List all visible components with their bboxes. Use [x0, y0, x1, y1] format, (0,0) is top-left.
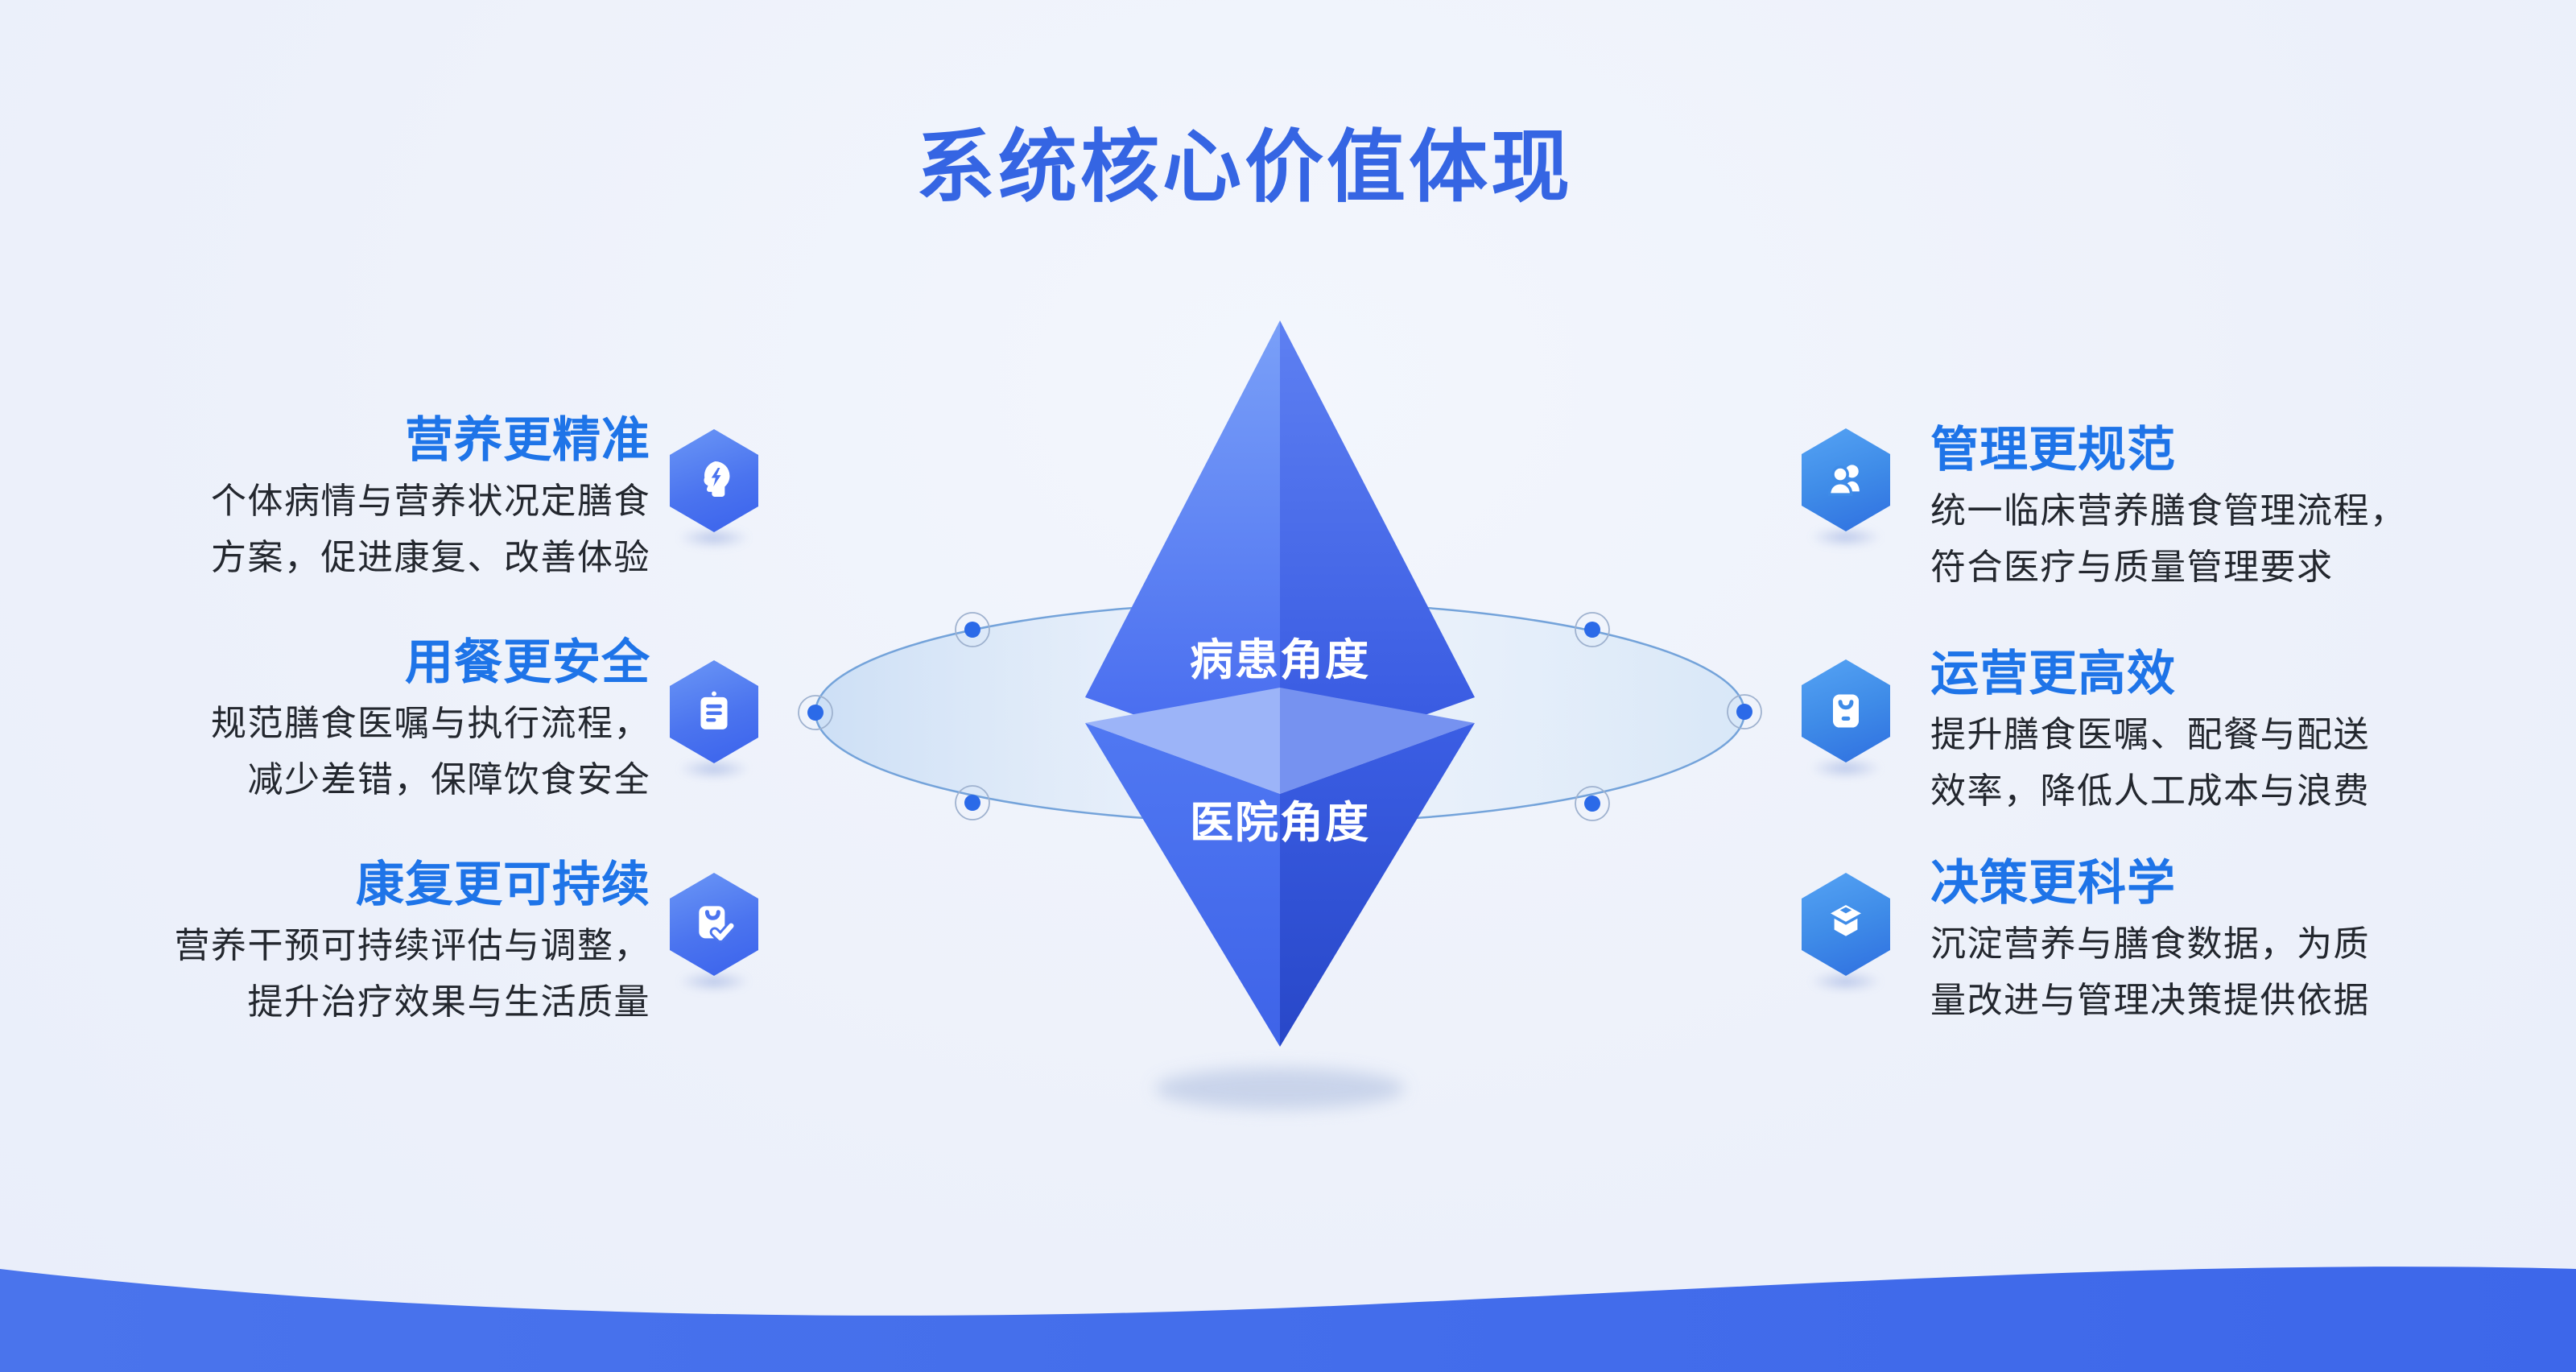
diamond-bottom — [1085, 688, 1475, 1047]
item-line: 量改进与管理决策提供依据 — [1930, 981, 2370, 1020]
item-line: 个体病情与营养状况定膳食 — [211, 481, 650, 521]
item-line: 提升膳食医嘱、配餐与配送 — [1930, 715, 2370, 754]
item-heading: 康复更可持续 — [356, 858, 650, 911]
clipboard-icon — [700, 691, 728, 729]
users-icon — [1827, 465, 1860, 496]
page-title: 系统核心价值体现 — [916, 122, 1574, 211]
orbit-node — [1575, 612, 1610, 647]
hexagon-badge-decision — [1802, 873, 1890, 992]
value-item-operations: 运营更高效 提升膳食医嘱、配餐与配送 效率，降低人工成本与浪费 — [1930, 649, 2550, 820]
patient-label: 病患角度 — [1190, 636, 1370, 684]
orbit-node — [955, 612, 990, 647]
orbit-nodes — [798, 612, 1762, 821]
card-check-icon — [699, 906, 737, 943]
value-item-dining-safety: 用餐更安全 规范膳食医嘱与执行流程， 减少差错，保障饮食安全 — [48, 638, 650, 808]
item-line: 营养干预可持续评估与调整， — [174, 926, 650, 965]
item-line: 提升治疗效果与生活质量 — [247, 982, 650, 1022]
meal-box-icon — [1833, 694, 1859, 728]
orbit-node — [798, 695, 833, 730]
value-item-management: 管理更规范 统一临床营养膳食管理流程， 符合医疗与质量管理要求 — [1930, 425, 2550, 596]
hexagon-badge-management — [1802, 428, 1890, 548]
item-line: 沉淀营养与膳食数据，为质 — [1930, 924, 2370, 964]
hexagon-badge-operations — [1802, 659, 1890, 779]
value-item-recovery: 康复更可持续 营养干预可持续评估与调整， 提升治疗效果与生活质量 — [48, 860, 650, 1031]
item-heading: 用餐更安全 — [405, 635, 650, 689]
item-heading: 营养更精准 — [405, 413, 650, 467]
orbit-node — [1575, 786, 1610, 821]
item-line: 效率，降低人工成本与浪费 — [1930, 771, 2370, 811]
item-heading: 运营更高效 — [1930, 647, 2176, 700]
value-item-decision: 决策更科学 沉淀营养与膳食数据，为质 量改进与管理决策提供依据 — [1930, 858, 2550, 1029]
hexagon-badge-recovery — [670, 873, 758, 992]
item-line: 统一临床营养膳食管理流程， — [1930, 491, 2407, 531]
diamond-top — [1085, 320, 1475, 767]
head-lightning-icon — [704, 461, 730, 497]
item-heading: 决策更科学 — [1930, 856, 2176, 910]
value-item-nutrition: 营养更精准 个体病情与营养状况定膳食 方案，促进康复、改善体验 — [48, 415, 650, 586]
item-line: 规范膳食医嘱与执行流程， — [211, 704, 650, 743]
item-line: 方案，促进康复、改善体验 — [211, 538, 650, 577]
item-heading: 管理更规范 — [1930, 423, 2176, 477]
hexagon-badge-nutrition — [670, 429, 758, 548]
orbit-node — [1727, 694, 1762, 729]
diamond-shadow — [1155, 1068, 1405, 1110]
hospital-label: 医院角度 — [1190, 799, 1370, 847]
item-line: 符合医疗与质量管理要求 — [1930, 548, 2334, 587]
hexagon-badge-dining-safety — [670, 660, 758, 779]
package-icon — [1831, 905, 1861, 936]
orbit-node — [955, 785, 990, 820]
item-line: 减少差错，保障饮食安全 — [247, 760, 650, 800]
